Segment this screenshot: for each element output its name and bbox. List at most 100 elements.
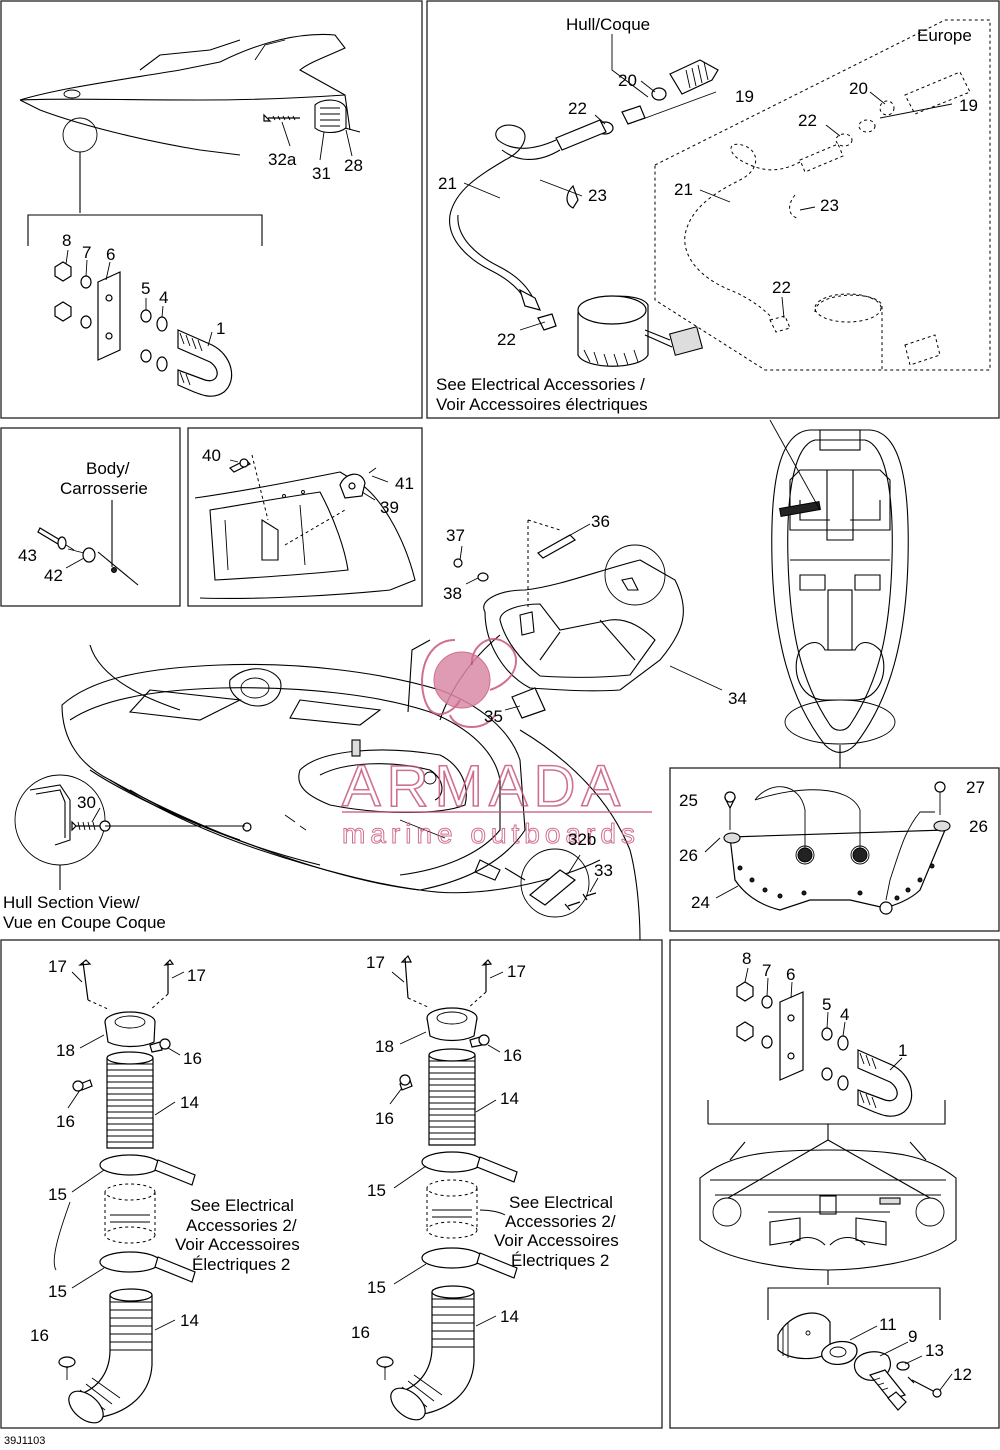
callout: 12 [953,1365,972,1384]
bilge-leaders [463,34,953,331]
callout: 21 [674,180,693,199]
boat-top-view [769,419,909,768]
callout: 22 [568,99,587,118]
callout: 23 [820,196,839,215]
body-rivet-parts [37,500,139,586]
callout-numbers: 32a 31 28 8 7 6 5 4 1 20 19 22 21 23 22 … [18,71,988,1384]
label-see-elec2-a-3: Voir Accessoires [175,1235,300,1254]
callout: 5 [822,995,831,1014]
callout: 20 [849,79,868,98]
panel-body-rivet [0,427,181,607]
callout: 4 [159,288,168,307]
panel-seat-detail [187,427,423,607]
callout: 41 [395,474,414,493]
callout: 17 [366,953,385,972]
callout: 34 [728,689,747,708]
callout: 15 [367,1278,386,1297]
boat-3d-hull [61,644,641,941]
callout: 40 [202,446,221,465]
panel-bilge-pump [426,0,1000,419]
callout: 16 [30,1326,49,1345]
callout: 37 [446,526,465,545]
callout: 11 [879,1315,897,1334]
callout: 6 [786,965,795,984]
callout: 9 [908,1327,917,1346]
callout: 24 [691,893,710,912]
callout: 14 [180,1093,199,1112]
callout: 18 [375,1037,394,1056]
callout: 36 [591,512,610,531]
label-see-elec2-a-2: Accessories 2/ [186,1216,297,1235]
callout: 26 [969,817,988,836]
callout: 22 [798,111,817,130]
panel-bow-eye [0,0,423,419]
callout: 14 [500,1089,519,1108]
callout: 15 [48,1282,67,1301]
callout: 6 [106,245,115,264]
callout: 30 [77,793,96,812]
label-see-elec2-b-3: Voir Accessoires [494,1231,619,1250]
callout: 32a [268,150,297,169]
stern-eye-parts [707,981,946,1199]
figure-code: 39J1103 [4,1435,46,1447]
boat-side-view [19,33,361,246]
callout: 25 [679,791,698,810]
callout: 32b [568,830,596,849]
callout: 21 [438,174,457,193]
vent-assembly-b [376,954,518,1421]
transom-rear-view [699,1141,957,1411]
panel-transom-plate [669,767,1000,932]
watermark-brand: ARMADA [342,754,626,819]
panel-stern-eye [669,939,1000,1429]
callout: 8 [62,231,71,250]
callout: 39 [380,498,399,517]
callout: 8 [742,949,751,968]
watermark-logo [421,638,517,728]
text-labels: Hull/Coque Europe See Electrical Accesso… [3,15,972,1274]
label-europe: Europe [917,26,972,45]
callout: 42 [44,566,63,585]
label-hull-section-1: Hull Section View/ [3,893,140,912]
callout: 18 [56,1041,75,1060]
callout: 23 [588,186,607,205]
callout: 33 [594,861,613,880]
callout: 43 [18,546,37,565]
callout: 16 [56,1112,75,1131]
callout: 16 [375,1109,394,1128]
label-see-elec2-b-4: Électriques 2 [511,1251,609,1270]
label-see-elec2-b-1: See Electrical [509,1193,613,1212]
label-see-electrical-2: Voir Accessoires électriques [436,395,648,414]
callout: 15 [367,1181,386,1200]
callout: 17 [507,962,526,981]
callout: 22 [497,330,516,349]
callout: 17 [48,957,67,976]
callout: 15 [48,1185,67,1204]
label-see-elec2-a-4: Électriques 2 [192,1255,290,1274]
watermark-tagline: marine outboards [342,818,640,849]
callout: 16 [183,1049,202,1068]
label-see-elec2-b-2: Accessories 2/ [505,1212,616,1231]
callout: 19 [959,96,978,115]
callout: 16 [503,1046,522,1065]
transom-plate-parts [723,781,951,915]
callout: 1 [216,319,225,338]
callout: 7 [762,961,771,980]
callout: 19 [735,87,754,106]
callout: 28 [344,156,363,175]
label-body-1: Body/ [86,459,130,478]
callout: 35 [484,707,503,726]
label-see-electrical-1: See Electrical Accessories / [436,375,645,394]
callout: 27 [966,778,985,797]
callout: 38 [443,584,462,603]
callout: 20 [618,71,637,90]
label-body-2: Carrosserie [60,479,148,498]
side-rub-strip [504,848,597,918]
callout: 1 [898,1041,907,1060]
callout: 26 [679,846,698,865]
label-see-elec2-a-1: See Electrical [190,1196,294,1215]
bilge-pump-europe [654,19,991,371]
callout: 5 [141,279,150,298]
bilge-pump-standard [449,59,719,367]
hull-section-view [14,774,245,890]
